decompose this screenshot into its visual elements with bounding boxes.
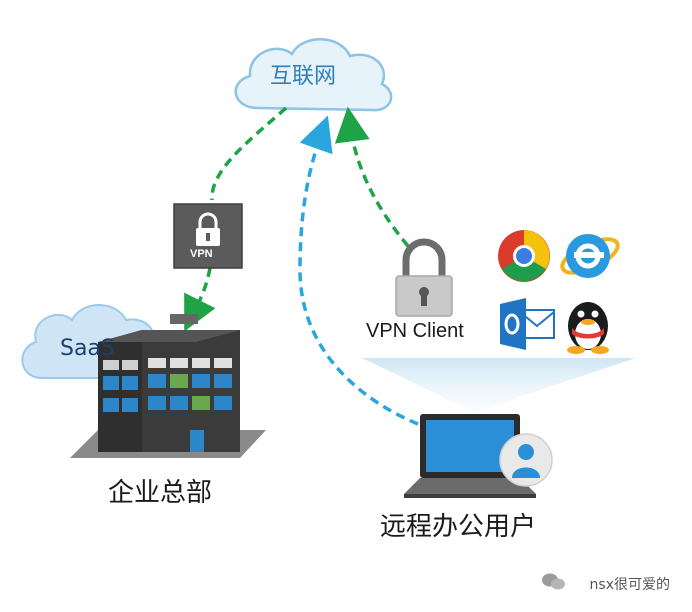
saas-label: SaaS [60, 336, 115, 361]
client-beam [362, 358, 636, 412]
internet-cloud-icon [234, 38, 393, 112]
remote-user-label: 远程办公用户 [380, 512, 537, 542]
hq-vpn-link-lower [184, 267, 216, 332]
hq-vpn-link [210, 106, 288, 201]
vpn-client-label: VPN Client [366, 320, 464, 342]
outlook-icon [500, 298, 555, 350]
padlock-icon [395, 238, 453, 317]
watermark-text: nsx很可爱的 [589, 577, 670, 593]
wechat-icon [542, 573, 565, 590]
vpn-badge-label: VPN [190, 248, 213, 260]
user-icon [499, 433, 553, 487]
qq-icon [567, 302, 609, 354]
vpn-lock-icon [173, 203, 243, 269]
watermark: nsx很可爱的 [590, 574, 670, 594]
internet-label: 互联网 [270, 64, 337, 89]
remote-internet-link [298, 115, 419, 426]
building-icon [70, 314, 266, 458]
ie-icon [560, 234, 620, 278]
headquarters-label: 企业总部 [108, 478, 213, 508]
client-vpn-link [334, 106, 410, 248]
laptop-icon [404, 414, 536, 498]
chrome-icon [498, 230, 550, 282]
